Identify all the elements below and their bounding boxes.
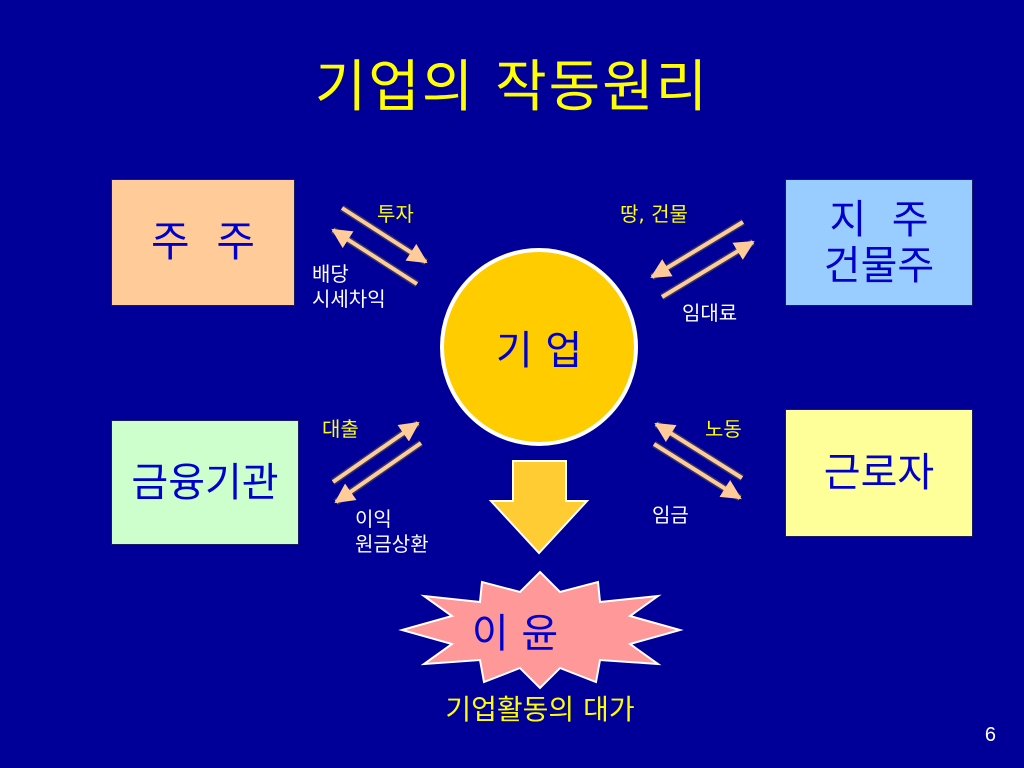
arrow-land-building	[650, 219, 745, 280]
arrow-labor	[654, 421, 744, 481]
shareholder-box: 주 주	[111, 179, 295, 306]
arrow-dividend	[331, 227, 419, 287]
page-title: 기업의 작동원리	[314, 55, 710, 120]
label-rent: 임대료	[682, 301, 738, 325]
shareholder-label: 주 주	[151, 217, 255, 267]
label-labor: 노동	[705, 417, 742, 441]
label-wage: 임금	[652, 503, 689, 527]
landlord-label-1: 지 주	[829, 196, 929, 243]
label-dividend-1: 배당	[312, 262, 349, 286]
profit-label: 이 윤	[471, 611, 559, 657]
label-loan: 대출	[322, 417, 359, 441]
label-interest: 이익 원금상환	[355, 507, 429, 557]
landlord-label-2: 건물주	[823, 242, 935, 289]
worker-box: 근로자	[785, 409, 973, 537]
label-dividend: 배당 시세차익	[312, 262, 386, 312]
down-arrow	[488, 460, 590, 555]
label-interest-2: 원금상환	[355, 532, 429, 556]
label-interest-1: 이익	[355, 507, 392, 531]
page-number: 6	[984, 724, 996, 746]
arrow-loan	[331, 420, 420, 485]
label-land-building: 땅, 건물	[620, 202, 688, 226]
arrow-invest	[340, 205, 428, 265]
worker-label: 근로자	[823, 450, 935, 496]
company-label: 기 업	[495, 328, 583, 374]
arrow-rent	[660, 239, 755, 300]
arrow-interest	[334, 440, 423, 505]
finance-label: 금융기관	[131, 459, 279, 506]
label-invest: 투자	[377, 202, 414, 226]
profit-caption: 기업활동의 대가	[445, 693, 635, 726]
label-dividend-2: 시세차익	[312, 287, 386, 311]
company-circle	[440, 248, 638, 446]
finance-box: 금융기관	[111, 420, 299, 545]
profit-burst	[398, 570, 684, 690]
landlord-box: 지 주 건물주	[785, 179, 973, 306]
arrow-wage	[652, 441, 742, 501]
